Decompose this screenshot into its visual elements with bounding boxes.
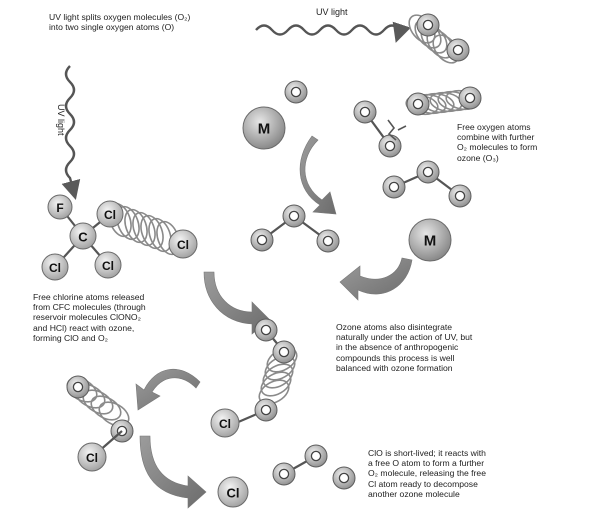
clo-molecule: Cl bbox=[63, 373, 133, 471]
curved-arrow-left bbox=[136, 369, 200, 410]
m-atom-top: M bbox=[243, 107, 285, 149]
cfc-molecule: F C Cl Cl Cl Cl bbox=[42, 195, 197, 280]
curved-arrow-top bbox=[300, 136, 336, 214]
uv-split-caption: UV light splits oxygen molecules (O₂) in… bbox=[49, 12, 190, 32]
m-atom-top-label: M bbox=[258, 121, 271, 138]
cfc-cl-2-label: Cl bbox=[49, 261, 61, 275]
o2-molecule-second bbox=[405, 87, 481, 117]
ozone-formed-right bbox=[383, 161, 471, 207]
o2-molecule-uv bbox=[404, 10, 469, 67]
free-oxygen-caption: Free oxygen atoms combine with further O… bbox=[457, 122, 537, 163]
cfc-cl-free-label: Cl bbox=[177, 238, 189, 252]
clo-cl-label: Cl bbox=[86, 451, 98, 465]
cfc-cl-3-label: Cl bbox=[102, 259, 114, 273]
free-oxygen-atom bbox=[285, 81, 307, 103]
m-atom-right: M bbox=[409, 219, 451, 261]
uv-light-top-label: UV light bbox=[316, 7, 348, 17]
fluorine-label: F bbox=[56, 201, 63, 215]
cl-reaction-label: Cl bbox=[219, 417, 231, 431]
clo-short-caption: ClO is short-lived; it reacts with a fre… bbox=[368, 448, 486, 499]
cfc-cl-1-label: Cl bbox=[104, 208, 116, 222]
oxygen-combining bbox=[354, 101, 406, 157]
curved-arrow-bottom bbox=[140, 436, 206, 508]
free-cl-atom: Cl bbox=[218, 477, 248, 507]
uv-wave-top bbox=[256, 26, 400, 37]
uv-light-side-label: UV light bbox=[56, 104, 66, 136]
uv-wave-left bbox=[66, 66, 74, 193]
curved-arrow-right bbox=[340, 258, 412, 300]
cl-ozone-reaction: Cl bbox=[211, 319, 301, 437]
carbon-label: C bbox=[78, 230, 88, 245]
free-cl-label: Cl bbox=[227, 486, 240, 501]
m-atom-right-label: M bbox=[424, 233, 437, 250]
o2-and-o-bottom bbox=[273, 445, 355, 489]
ozone-disintegrate-caption: Ozone atoms also disintegrate naturally … bbox=[336, 322, 472, 373]
free-chlorine-caption: Free chlorine atoms released from CFC mo… bbox=[33, 292, 146, 343]
